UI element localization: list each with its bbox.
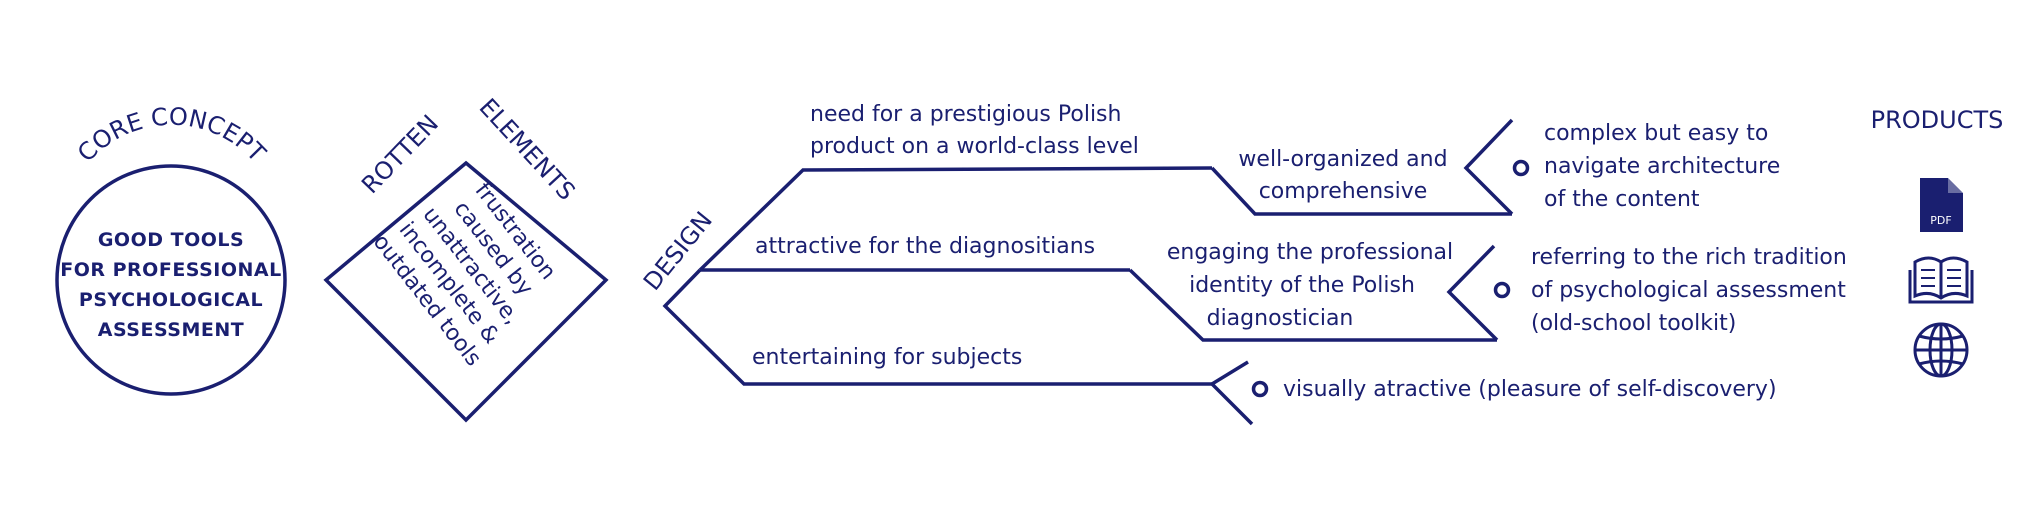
level2-1-line-2: comprehensive xyxy=(1259,179,1428,204)
bullet-3 xyxy=(1251,380,1269,398)
core-concept-title: CORE CONCEPT xyxy=(72,102,271,167)
level3-1-line-2: navigate architecture xyxy=(1544,154,1780,179)
level3-3-line-1: visually atractive (pleasure of self-dis… xyxy=(1283,377,1777,402)
level3-2-line-3: (old-school toolkit) xyxy=(1531,311,1736,336)
level3-2-line-1: referring to the rich tradition xyxy=(1531,245,1847,270)
level3-2-line-2: of psychological assessment xyxy=(1531,278,1846,303)
chevron-4 xyxy=(1463,118,1514,216)
bullet-2 xyxy=(1493,281,1511,299)
design: DESIGN need for a prestigious Polish pro… xyxy=(638,102,1847,426)
branch-1-line-1: need for a prestigious Polish xyxy=(810,102,1121,127)
core-line-4: ASSESSMENT xyxy=(98,319,244,341)
core-concept: CORE CONCEPT GOOD TOOLS FOR PROFESSIONAL… xyxy=(55,102,287,396)
chevron-1-bottom xyxy=(1210,166,1512,216)
level3-1-line-1: complex but easy to xyxy=(1544,121,1768,146)
open-book-icon xyxy=(1908,256,1974,304)
design-title: DESIGN xyxy=(638,206,718,295)
branch-line-3 xyxy=(662,268,1212,386)
core-circle xyxy=(55,164,287,396)
level2-1-line-1: well-organized and xyxy=(1238,147,1447,172)
products: PRODUCTS PDF xyxy=(1871,106,2004,378)
bullet-1 xyxy=(1512,159,1530,177)
chevron-5 xyxy=(1446,244,1499,342)
core-line-3: PSYCHOLOGICAL xyxy=(79,289,263,311)
branch-3-line-1: entertaining for subjects xyxy=(752,345,1022,370)
core-line-2: FOR PROFESSIONAL xyxy=(60,259,282,281)
level2-2-line-2: identity of the Polish xyxy=(1189,273,1415,298)
globe-icon xyxy=(1913,322,1969,378)
rotten-diamond xyxy=(323,160,609,423)
level2-2-line-3: diagnostician xyxy=(1207,306,1354,331)
branch-line-1 xyxy=(698,166,1213,272)
products-title: PRODUCTS xyxy=(1871,106,2004,134)
level3-1-line-3: of the content xyxy=(1544,187,1700,212)
rotten-elements: ROTTEN ELEMENTS frustration caused by un… xyxy=(323,93,609,423)
chevron-3 xyxy=(1209,360,1254,426)
level2-2-line-1: engaging the professional xyxy=(1167,240,1453,265)
pdf-file-icon: PDF xyxy=(1920,178,1963,232)
branch-1-line-2: product on a world-class level xyxy=(810,134,1139,159)
pdf-label: PDF xyxy=(1930,214,1951,227)
branch-2-line-1: attractive for the diagnositians xyxy=(755,234,1095,259)
chevron-2-bottom xyxy=(1128,268,1497,342)
rotten-title-left: ROTTEN xyxy=(356,109,444,199)
core-line-1: GOOD TOOLS xyxy=(98,229,244,251)
